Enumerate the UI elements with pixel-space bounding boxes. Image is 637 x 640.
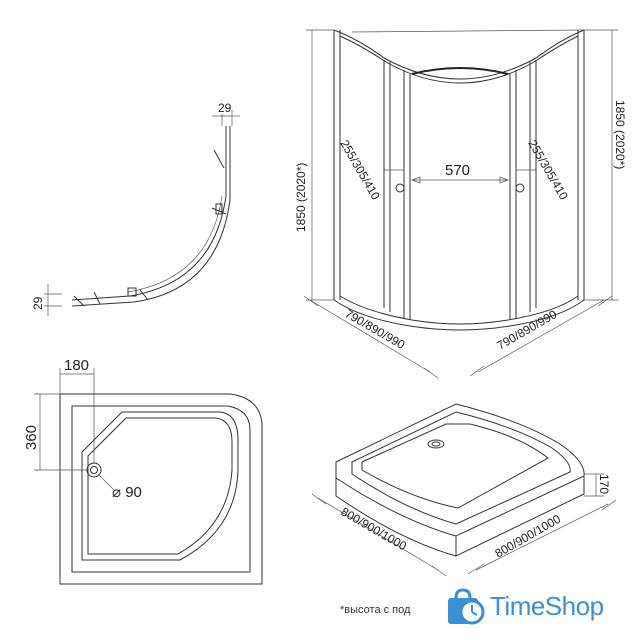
dim-tray-side-right: 800/900/1000 — [493, 512, 564, 561]
handle-right-icon — [515, 183, 525, 193]
dim-height-right: 1850 (2020*) — [613, 100, 627, 169]
dim-drain-diameter: ⌀ 90 — [112, 484, 142, 501]
dim-height-left: 1850 (2020*) — [294, 163, 308, 232]
cabin-front-view: 255/305/410 255/305/410 570 1850 (2020*)… — [294, 29, 627, 379]
top-profile-view: 29 29 — [31, 101, 240, 316]
dim-depth-right: 790/890/990 — [495, 307, 560, 353]
dim-side-29: 29 — [31, 296, 45, 310]
brand-watermark: TimeShop — [444, 584, 634, 628]
dim-drain-x: 180 — [64, 357, 89, 374]
tray-plan-view: 180 360 ⌀ 90 — [23, 357, 263, 585]
dim-depth-left: 790/890/990 — [343, 306, 408, 352]
footnote: *высота с под — [340, 604, 411, 616]
dim-door-width: 570 — [445, 162, 470, 179]
tray-iso-view: 170 800/900/1000 800/900/1000 — [311, 403, 617, 577]
handle-left-icon — [395, 183, 405, 193]
dim-tray-height: 170 — [597, 474, 611, 494]
shopping-bag-clock-icon — [448, 588, 485, 625]
dim-tray-side-left: 800/900/1000 — [339, 504, 410, 553]
dim-top-29: 29 — [218, 101, 232, 115]
dim-drain-y: 360 — [23, 425, 40, 450]
brand-name: TimeShop — [490, 590, 604, 621]
dim-handle-left: 255/305/410 — [337, 138, 383, 203]
